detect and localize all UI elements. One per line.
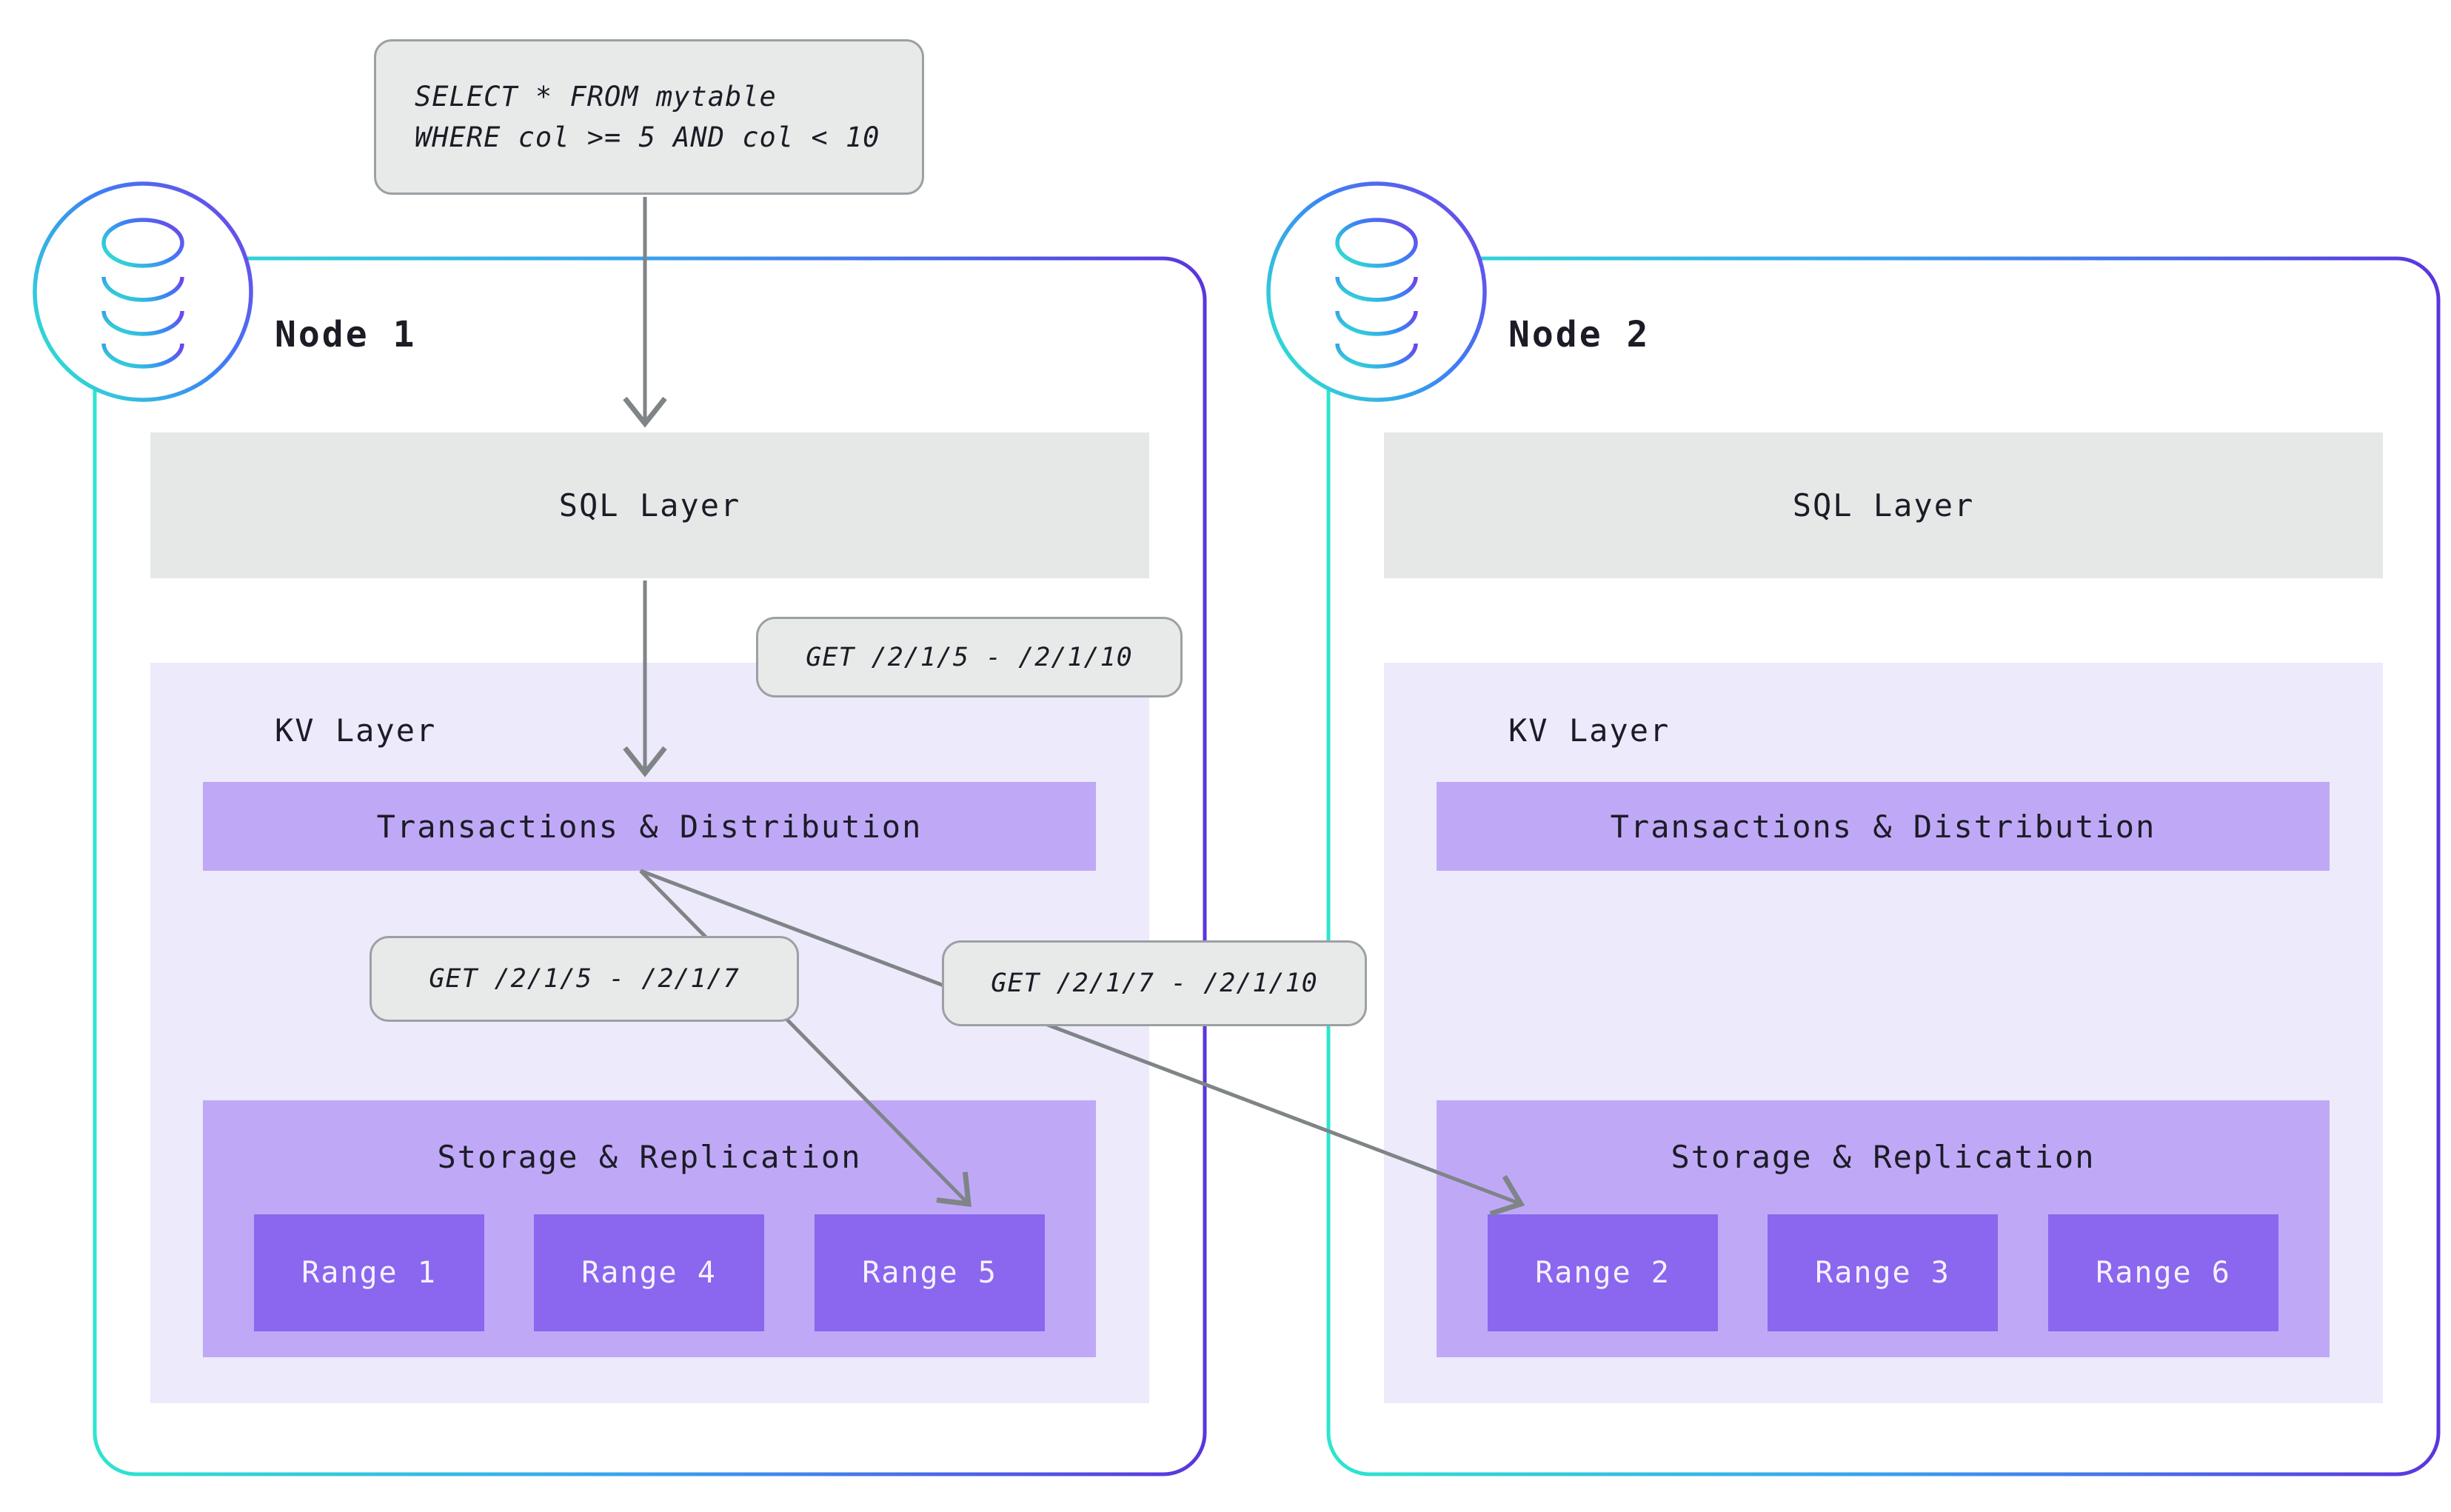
kv-layer-label: KV Layer bbox=[275, 712, 437, 749]
database-icon bbox=[1266, 181, 1487, 402]
sql-query-line2: WHERE col >= 5 AND col < 10 bbox=[415, 121, 880, 153]
transactions-distribution-bar: Transactions & Distribution bbox=[1437, 782, 2330, 871]
node-title: Node 2 bbox=[1508, 314, 1651, 355]
kv-layer-label: KV Layer bbox=[1508, 712, 1671, 749]
storage-replication-label: Storage & Replication bbox=[1671, 1139, 2096, 1175]
storage-replication-box: Storage & Replication Range 2 Range 3 Ra… bbox=[1437, 1100, 2330, 1357]
range-box: Range 3 bbox=[1768, 1214, 1998, 1331]
arrow-transactions-to-range5 bbox=[639, 869, 972, 1208]
storage-replication-box: Storage & Replication Range 1 Range 4 Ra… bbox=[203, 1100, 1096, 1357]
range-box: Range 4 bbox=[534, 1214, 764, 1331]
sql-layer-bar: SQL Layer bbox=[150, 432, 1149, 578]
arrow-transactions-to-range2 bbox=[640, 869, 1525, 1217]
range-box: Range 2 bbox=[1488, 1214, 1718, 1331]
sql-layer-bar: SQL Layer bbox=[1384, 432, 2383, 578]
sql-layer-label: SQL Layer bbox=[1792, 487, 1975, 523]
sql-query-label: SELECT * FROM mytable WHERE col >= 5 AND… bbox=[374, 39, 924, 195]
transactions-distribution-label: Transactions & Distribution bbox=[1610, 808, 2156, 845]
range-box: Range 1 bbox=[254, 1214, 484, 1331]
sql-layer-label: SQL Layer bbox=[558, 487, 741, 523]
transactions-distribution-label: Transactions & Distribution bbox=[376, 808, 923, 845]
storage-replication-label: Storage & Replication bbox=[437, 1139, 862, 1175]
transactions-distribution-bar: Transactions & Distribution bbox=[203, 782, 1096, 871]
node-title: Node 1 bbox=[275, 314, 417, 355]
get-range-combined-label: GET /2/1/5 - /2/1/10 bbox=[756, 617, 1183, 698]
database-icon bbox=[33, 181, 253, 402]
get-range-right-label: GET /2/1/7 - /2/1/10 bbox=[942, 940, 1367, 1026]
range-box: Range 5 bbox=[815, 1214, 1045, 1331]
sql-query-line1: SELECT * FROM mytable bbox=[415, 80, 777, 113]
get-range-left-label: GET /2/1/5 - /2/1/7 bbox=[370, 936, 799, 1022]
range-box: Range 6 bbox=[2048, 1214, 2278, 1331]
